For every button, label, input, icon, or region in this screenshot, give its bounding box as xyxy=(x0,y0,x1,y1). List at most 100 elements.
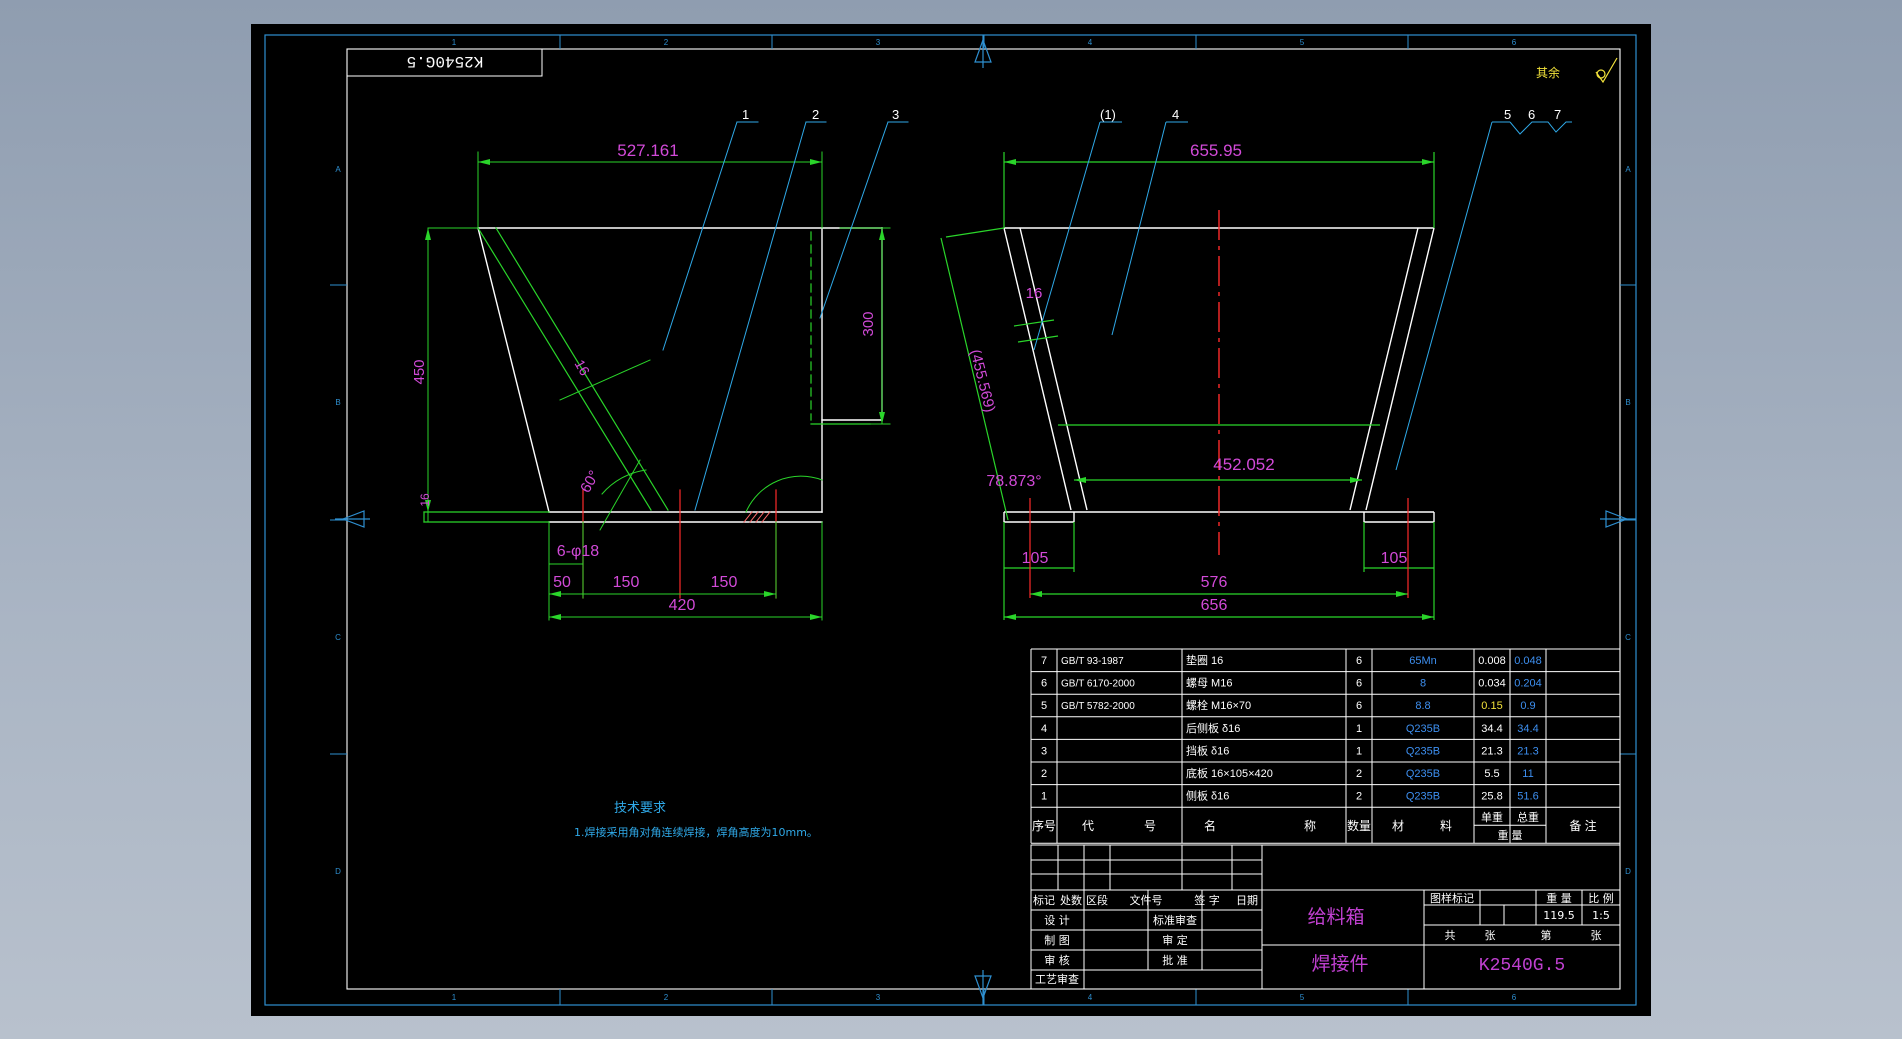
bom-hdr-weight: 重 量 xyxy=(1497,828,1522,842)
zone-left-D: D xyxy=(335,867,341,876)
left-50-dim: 50 xyxy=(553,574,571,591)
roughness-note: 其余 xyxy=(1536,65,1560,80)
bom-hdr-mat-b: 料 xyxy=(1440,819,1452,833)
right-105a-dim: 105 xyxy=(1022,550,1049,567)
right-656-dim: 656 xyxy=(1201,597,1228,614)
bom-row-material: 8 xyxy=(1420,678,1426,690)
left-holes-dim: 6-φ18 xyxy=(557,543,600,560)
part-type: 焊接件 xyxy=(1311,953,1368,975)
tb-draw: 制 图 xyxy=(1044,934,1070,947)
right-view xyxy=(940,121,1572,620)
zone-bottom-1: 1 xyxy=(452,993,457,1002)
bom-row-name: 挡板 δ16 xyxy=(1186,743,1229,757)
drawing-number: K2540G.5 xyxy=(1479,956,1565,976)
zone-top-3: 3 xyxy=(876,38,881,47)
bom-row-no: 7 xyxy=(1041,655,1047,667)
roughness-symbol xyxy=(1595,57,1618,84)
zone-bottom-6: 6 xyxy=(1512,993,1517,1002)
bom-row-material: Q235B xyxy=(1406,768,1440,780)
callout-1: 1 xyxy=(742,107,749,122)
bom-row-name: 螺栓 M16×70 xyxy=(1186,698,1251,712)
bom-hdr-code-b: 号 xyxy=(1144,819,1156,833)
tb-review: 审 定 xyxy=(1162,933,1188,947)
zone-top-5: 5 xyxy=(1300,38,1305,47)
zone-left-B: B xyxy=(335,398,340,407)
left-base-dim: 16 xyxy=(418,493,432,507)
bom-row-qty: 6 xyxy=(1356,655,1362,667)
bom-row-total-weight: 21.3 xyxy=(1517,745,1538,757)
bom-row-no: 6 xyxy=(1041,678,1047,690)
bom-row-total-weight: 0.9 xyxy=(1520,700,1535,712)
rev-sign: 签 字 xyxy=(1194,893,1220,907)
zone-bottom-3: 3 xyxy=(876,993,881,1002)
bom-row-total-weight: 11 xyxy=(1522,768,1533,780)
tb-check: 审 核 xyxy=(1044,953,1070,967)
callout-3: 3 xyxy=(892,107,899,122)
bom-hdr-unit-weight: 单重 xyxy=(1481,810,1503,824)
tb-scale-value: 1:5 xyxy=(1592,909,1610,922)
zone-right-D: D xyxy=(1625,867,1631,876)
tb-design: 设 计 xyxy=(1044,914,1070,927)
left-thickness-dim: 16 xyxy=(572,357,594,379)
tb-approve: 批 准 xyxy=(1162,953,1188,967)
bom-row-name: 侧板 δ16 xyxy=(1186,789,1229,803)
tb-weight-label: 重 量 xyxy=(1546,891,1572,905)
bom-row-unit-weight: 0.034 xyxy=(1478,678,1506,690)
bom-row-total-weight: 34.4 xyxy=(1517,723,1538,735)
bom-row-name: 垫圈 16 xyxy=(1186,653,1223,667)
zone-bottom-2: 2 xyxy=(664,993,669,1002)
bom-row-material: Q235B xyxy=(1406,791,1440,803)
bom-row-no: 5 xyxy=(1041,700,1047,712)
bom-row-unit-weight: 0.008 xyxy=(1478,655,1506,667)
bom-row-total-weight: 0.204 xyxy=(1514,678,1542,690)
bom-row-no: 1 xyxy=(1041,791,1047,803)
left-top-width-dim: 527.161 xyxy=(617,141,678,160)
bom-hdr-name-b: 称 xyxy=(1304,819,1316,833)
tb-sheet-unit: 张 xyxy=(1591,929,1602,942)
bom-hdr-total-weight: 总重 xyxy=(1517,810,1539,824)
bom-row-unit-weight: 0.15 xyxy=(1481,700,1502,712)
bom-row-unit-weight: 25.8 xyxy=(1481,791,1502,803)
bom-row-no: 2 xyxy=(1041,768,1047,780)
left-right-height-dim: 300 xyxy=(860,311,877,336)
bom-row-code: GB/T 93-1987 xyxy=(1061,656,1124,667)
rev-count: 处数 xyxy=(1060,894,1082,907)
tb-weight-value: 119.5 xyxy=(1543,909,1575,922)
bom-row-material: 65Mn xyxy=(1409,655,1437,667)
bom-row-qty: 2 xyxy=(1356,768,1362,780)
bom-row-unit-weight: 34.4 xyxy=(1481,723,1502,735)
callout-2: 2 xyxy=(812,107,819,122)
part-name: 给料箱 xyxy=(1307,906,1364,928)
bom-row-qty: 2 xyxy=(1356,791,1362,803)
tb-total-sheets-unit: 张 xyxy=(1485,929,1496,942)
left-150b-dim: 150 xyxy=(711,574,738,591)
tb-scale-label: 比 例 xyxy=(1588,891,1614,905)
bom-hdr-code-a: 代 xyxy=(1082,819,1094,833)
callout-6: 6 xyxy=(1528,107,1535,122)
right-576-dim: 576 xyxy=(1201,574,1228,591)
left-420-dim: 420 xyxy=(669,597,696,614)
bom-row-code: GB/T 5782-2000 xyxy=(1061,701,1135,712)
zone-top-6: 6 xyxy=(1512,38,1517,47)
bom-row-qty: 6 xyxy=(1356,700,1362,712)
left-view xyxy=(423,121,909,621)
callout-5: 5 xyxy=(1504,107,1511,122)
bom-row-name: 后侧板 δ16 xyxy=(1186,721,1240,735)
bom-row-qty: 1 xyxy=(1356,723,1362,735)
left-angle-arc xyxy=(601,469,647,495)
tb-stage-label: 图样标记 xyxy=(1430,891,1474,905)
left-height-dim: 450 xyxy=(411,359,428,384)
tech-title: 技术要求 xyxy=(614,801,666,816)
bom-row-unit-weight: 21.3 xyxy=(1481,745,1502,757)
callout-4: 4 xyxy=(1172,107,1179,122)
bom-row-code: GB/T 6170-2000 xyxy=(1061,679,1135,690)
rev-date: 日期 xyxy=(1236,894,1258,907)
bom-hdr-mat-a: 材 xyxy=(1392,819,1404,833)
tb-total-sheets: 共 xyxy=(1445,929,1456,942)
zone-top-1: 1 xyxy=(452,38,457,47)
bom-row-name: 底板 16×105×420 xyxy=(1186,766,1273,780)
title-block xyxy=(1030,844,1621,990)
